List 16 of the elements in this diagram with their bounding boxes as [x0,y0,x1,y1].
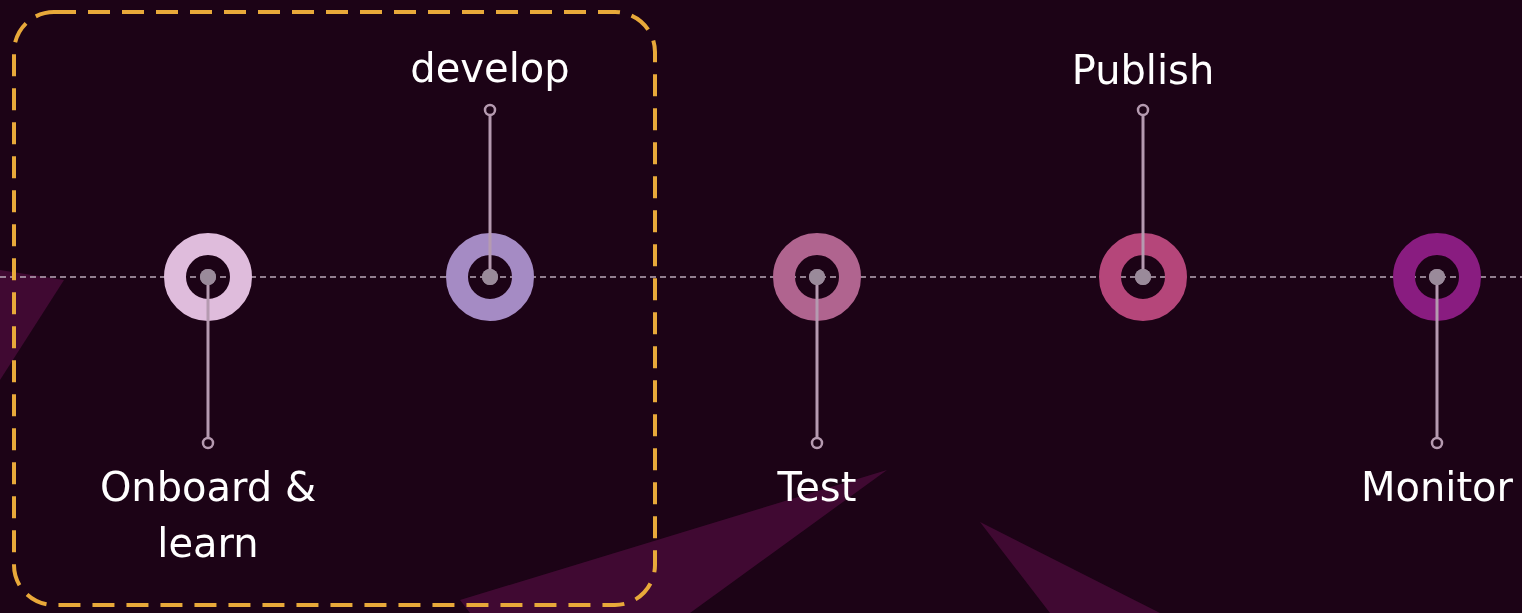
ring-marker [773,233,861,321]
leader-line [1135,103,1151,285]
step-label: Monitor [1360,459,1514,515]
step-label: Publish [1071,42,1215,98]
ring-marker [1393,233,1481,321]
leader-line [1429,269,1445,450]
step-label: develop [410,40,570,96]
ring-marker [164,233,252,321]
step-label: Test [777,459,857,515]
leader-line [809,269,825,450]
leader-line [482,103,498,285]
ring-marker [446,233,534,321]
highlight-frame [12,10,657,607]
ring-marker [1099,233,1187,321]
step-label: Onboard & learn [83,459,333,571]
leader-line [200,269,216,450]
